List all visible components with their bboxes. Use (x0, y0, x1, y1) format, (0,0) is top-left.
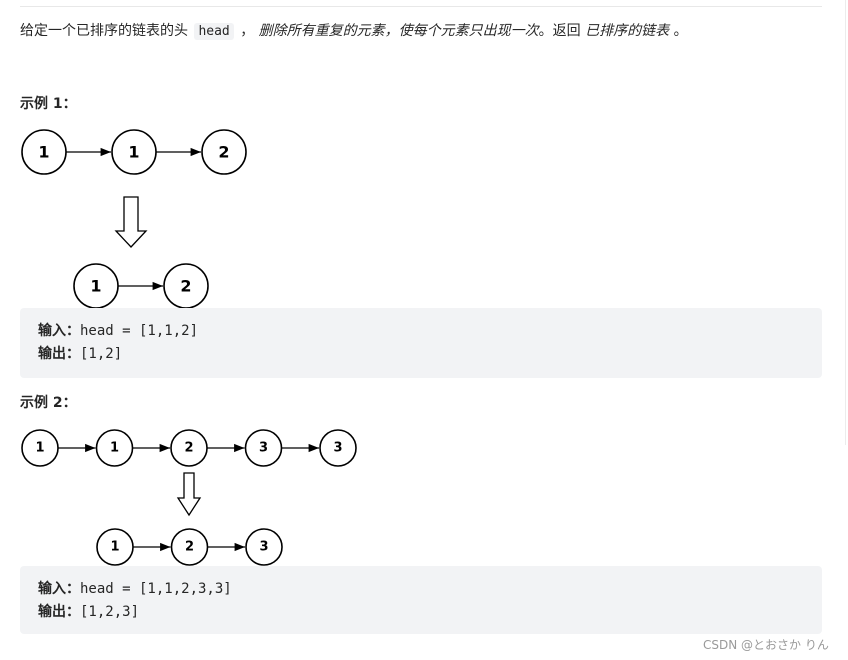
output-value: [1,2] (80, 346, 123, 362)
example-1-io-box: 输入：head = [1,1,2] 输出：[1,2] (20, 308, 822, 378)
example-2-io-box: 输入：head = [1,1,2,3,3] 输出：[1,2,3] (20, 566, 822, 634)
output-label: 输出： (38, 604, 80, 620)
example-2-output-node-value: 1 (110, 540, 119, 555)
example-2-output-node-value: 2 (185, 540, 194, 555)
example-2-output-node (245, 528, 283, 566)
example-2-input-list: 1 1 2 3 3 (21, 429, 357, 467)
example-1-output-line: 输出：[1,2] (38, 343, 804, 366)
input-label: 输入： (38, 323, 80, 339)
example-2-output-list: 1 2 3 (96, 528, 283, 566)
desc-prefix: 给定一个已排序的链表的头 (20, 23, 188, 39)
input-value: head = [1,1,2] (80, 323, 199, 339)
example-2-input-node-value: 1 (110, 441, 119, 456)
csdn-watermark: CSDN @とおさか りん (703, 638, 829, 652)
desc-suffix: 。 (673, 23, 688, 39)
example-1-output-node-value: 2 (180, 277, 191, 296)
desc-emphasis-rule: 删除所有重复的元素，使每个元素只出现一次 (258, 23, 539, 39)
input-label: 输入： (38, 581, 80, 597)
example-1-input-node-value: 2 (218, 143, 229, 162)
output-value: [1,2,3] (80, 604, 140, 620)
desc-inline-code: head (194, 23, 234, 40)
example-1-input-node-value: 1 (38, 143, 49, 162)
example-1-input-node-value: 1 (128, 143, 139, 162)
problem-description: 给定一个已排序的链表的头 head ， 删除所有重复的元素，使每个元素只出现一次… (20, 20, 688, 43)
example-2-input-node-value: 3 (333, 441, 342, 456)
example-2-input-node-value: 1 (35, 441, 44, 456)
example-1-input-node (201, 129, 247, 175)
desc-emphasis-return: 已排序的链表 (585, 23, 670, 39)
desc-middle: 。返回 (538, 23, 581, 39)
example-2-output-node-value: 3 (259, 540, 268, 555)
example-2-input-line: 输入：head = [1,1,2,3,3] (38, 578, 804, 601)
example-1-output-node-value: 1 (90, 277, 101, 296)
example-2-input-node (319, 429, 357, 467)
example-2-title: 示例 2： (20, 395, 77, 411)
input-value: head = [1,1,2,3,3] (80, 581, 232, 597)
right-divider (845, 0, 846, 445)
top-divider (20, 6, 822, 7)
example-1-title: 示例 1： (20, 96, 77, 112)
desc-separator: ， (240, 23, 255, 39)
example-1-transform-arrow (114, 196, 148, 248)
example-1-input-list: 1 1 2 (21, 129, 247, 175)
example-2-diagram: 1 1 2 3 3 1 2 3 (21, 429, 357, 566)
example-2-input-node-value: 2 (184, 441, 193, 456)
example-2-input-node-value: 3 (259, 441, 268, 456)
output-label: 输出： (38, 346, 80, 362)
example-2-output-line: 输出：[1,2,3] (38, 601, 804, 624)
example-2-transform-arrow (176, 472, 202, 517)
example-1-input-line: 输入：head = [1,1,2] (38, 320, 804, 343)
